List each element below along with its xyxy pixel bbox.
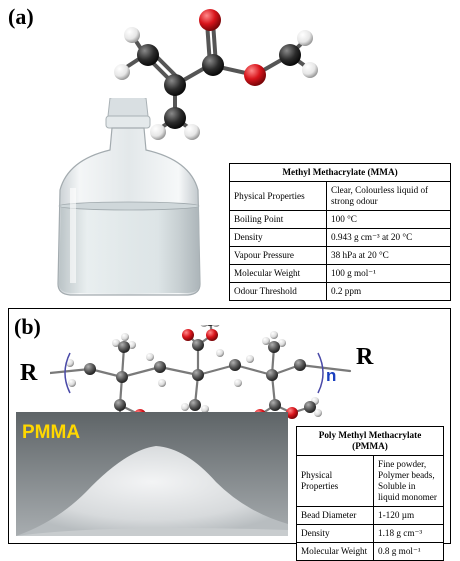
mma-property-value: 100 g mol⁻¹ [326, 264, 451, 283]
repeat-unit-subscript: n [326, 366, 337, 385]
r-group-left: R [20, 360, 38, 386]
pmma-property-value: 1.18 g cm⁻³ [373, 524, 444, 543]
panel-b-label: (b) [14, 314, 41, 339]
pmma-powder-photo [16, 412, 288, 536]
pmma-property-value: 1-120 µm [373, 506, 444, 525]
pmma-property-value: Fine powder, Polymer beads, Soluble in l… [373, 455, 444, 507]
mma-property-value: 0.943 g cm⁻³ at 20 °C [326, 228, 451, 247]
pmma-table-title: Poly Methyl Methacrylate (PMMA) [296, 426, 444, 456]
pmma-photo-label: PMMA [22, 422, 81, 443]
pmma-property-label: Molecular Weight [296, 542, 374, 561]
pmma-property-value: 0.8 g mol⁻¹ [373, 542, 444, 561]
r-group-right: R [356, 344, 374, 370]
mma-property-label: Physical Properties [229, 181, 327, 211]
reagent-bottle-image [57, 98, 201, 296]
pmma-property-label: Density [296, 524, 374, 543]
mma-property-label: Density [229, 228, 327, 247]
mma-property-label: Vapour Pressure [229, 246, 327, 265]
mma-property-value: Clear, Colourless liquid of strong odour [326, 181, 451, 211]
mma-property-label: Molecular Weight [229, 264, 327, 283]
panel-a-label: (a) [8, 4, 34, 29]
mma-property-value: 100 °C [326, 210, 451, 229]
mma-property-value: 0.2 ppm [326, 282, 451, 301]
pmma-property-label: Physical Properties [296, 455, 374, 507]
mma-property-label: Boiling Point [229, 210, 327, 229]
pmma-properties-table: Poly Methyl Methacrylate (PMMA) Physical… [296, 426, 444, 561]
pmma-property-label: Bead Diameter [296, 506, 374, 525]
mma-property-label: Odour Threshold [229, 282, 327, 301]
mma-properties-table: Methyl Methacrylate (MMA) Physical Prope… [229, 163, 451, 301]
mma-property-value: 38 hPa at 20 °C [326, 246, 451, 265]
mma-molecule-model [114, 9, 318, 140]
mma-table-title: Methyl Methacrylate (MMA) [229, 163, 451, 182]
panel-b-frame [8, 308, 451, 544]
